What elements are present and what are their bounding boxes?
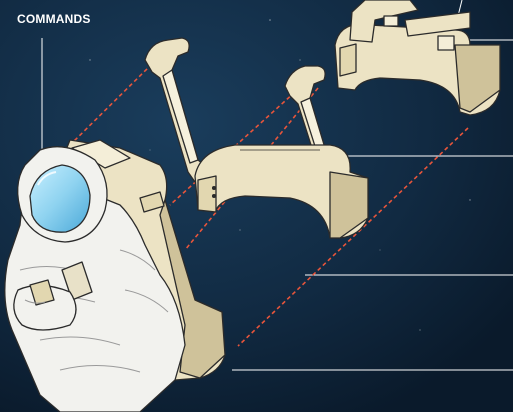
commands-label: COMMANDS xyxy=(17,12,91,26)
